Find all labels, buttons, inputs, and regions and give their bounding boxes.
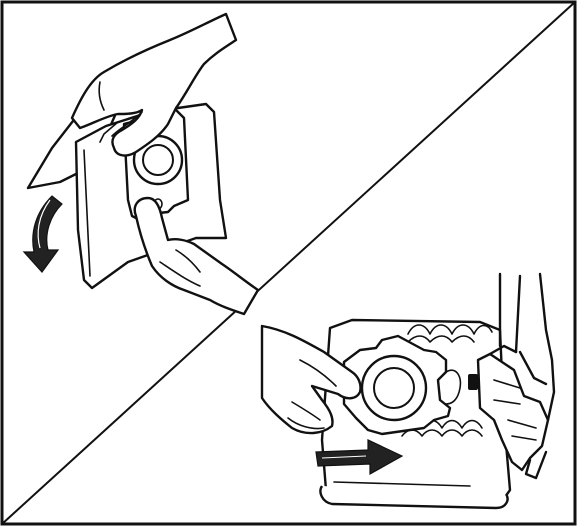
hand-icon (260, 324, 362, 435)
panel-step-2 (260, 272, 556, 510)
bag-bottom-roll (319, 485, 509, 510)
straight-arrow-icon (315, 439, 404, 476)
dust-bag-back-flap (26, 102, 122, 190)
hand-icon (70, 12, 238, 157)
hand-icon (133, 196, 260, 316)
curved-arrow-icon (22, 195, 63, 273)
collar-ring-inner (373, 367, 415, 409)
collar-ring-inner (142, 144, 174, 176)
bag-holder-icon (476, 352, 550, 472)
panel-step-1 (22, 12, 260, 316)
